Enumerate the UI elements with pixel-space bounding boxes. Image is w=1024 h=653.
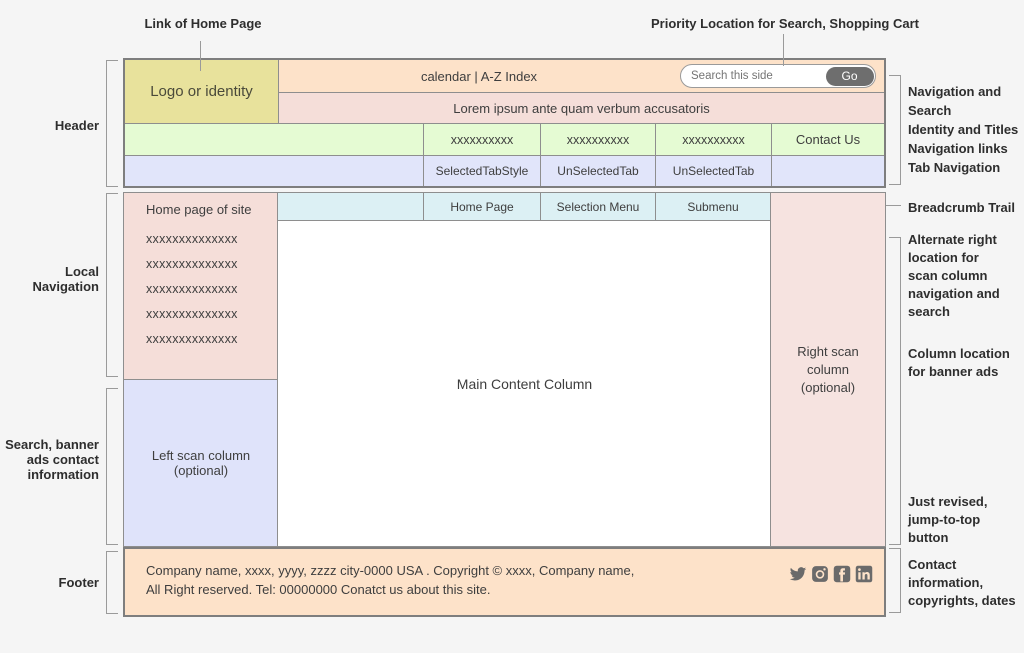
header-bracket (106, 60, 118, 187)
tab-navigation-row: SelectedTabStyle UnSelectedTab UnSelecte… (125, 155, 884, 186)
header-annotation: Header (54, 118, 99, 133)
tab-cell-empty (125, 156, 423, 186)
link-home-connector-line (200, 41, 201, 71)
footer-section: Company name, xxxx, yyyy, zzzz city-0000… (123, 547, 886, 617)
local-nav-item[interactable]: xxxxxxxxxxxxxx (146, 307, 238, 321)
local-nav-item[interactable]: xxxxxxxxxxxxxx (146, 282, 238, 296)
tab-cell-empty-right (771, 156, 884, 186)
local-nav-home-link[interactable]: Home page of site (146, 202, 252, 217)
nav-link-2[interactable]: xxxxxxxxxx (540, 124, 655, 155)
site-tagline: Lorem ipsum ante quam verbum accusatoris (279, 92, 884, 123)
navigation-search-bracket (889, 75, 901, 185)
navigation-search-annotation: Navigation and Search Identity and Title… (908, 84, 1019, 175)
utility-bar: calendar | A-Z Index Go (279, 60, 884, 92)
search-banner-annotation: Search, banner ads contact information (5, 437, 99, 482)
link-home-annotation: Link of Home Page (144, 16, 262, 31)
footer-line-1: Company name, xxxx, yyyy, zzzz city-0000… (146, 563, 635, 578)
nav-link-3[interactable]: xxxxxxxxxx (655, 124, 771, 155)
banner-ads-annotation: Column location for banner ads (908, 346, 1010, 379)
nav-cell-empty (125, 124, 423, 155)
footer-annotation: Footer (58, 575, 99, 590)
contact-info-bracket (889, 548, 901, 613)
search-go-button[interactable]: Go (825, 66, 874, 86)
local-nav-item[interactable]: xxxxxxxxxxxxxx (146, 257, 238, 271)
right-scan-column: Right scan column (optional) (770, 192, 886, 547)
breadcrumb-trail-annotation: Breadcrumb Trail (908, 200, 1015, 215)
tab-selected[interactable]: SelectedTabStyle (423, 156, 540, 186)
local-nav-item[interactable]: xxxxxxxxxxxxxx (146, 332, 238, 346)
breadcrumb-selection-menu[interactable]: Selection Menu (540, 193, 655, 221)
footer-line-2: All Right reserved. Tel: 00000000 Conatc… (146, 581, 491, 597)
search-banner-bracket (106, 388, 118, 545)
contact-info-annotation: Contact information, copyrights, dates (908, 557, 1016, 608)
tab-unselected-2[interactable]: UnSelectedTab (655, 156, 771, 186)
header-section: Logo or identity calendar | A-Z Index Go… (123, 58, 886, 188)
local-navigation-annotation: Local Navigation (32, 264, 99, 294)
left-scan-column: Left scan column (optional) (123, 379, 279, 547)
search-input[interactable] (691, 66, 821, 86)
jump-to-top-annotation: Just revised, jump-to-top button (908, 494, 988, 545)
linkedin-icon[interactable] (855, 565, 873, 583)
alternate-right-annotation: Alternate right location for scan column… (908, 232, 1000, 319)
local-navigation-column: Home page of site xxxxxxxxxxxxxx xxxxxxx… (123, 192, 279, 381)
search-box[interactable]: Go (680, 64, 876, 88)
facebook-icon[interactable] (833, 565, 851, 583)
nav-link-1[interactable]: xxxxxxxxxx (423, 124, 540, 155)
twitter-icon[interactable] (789, 565, 807, 583)
utility-links[interactable]: calendar | A-Z Index (420, 68, 538, 84)
tab-unselected-1[interactable]: UnSelectedTab (540, 156, 655, 186)
local-navigation-bracket (106, 193, 118, 377)
priority-search-annotation: Priority Location for Search, Shopping C… (651, 16, 919, 31)
social-icons (789, 565, 873, 583)
breadcrumb-home-page[interactable]: Home Page (423, 193, 540, 221)
logo-identity[interactable]: Logo or identity (125, 60, 279, 123)
footer-bracket (106, 551, 118, 614)
breadcrumb-trail-row: Home Page Selection Menu Submenu (277, 192, 772, 222)
local-nav-item[interactable]: xxxxxxxxxxxxxx (146, 232, 238, 246)
instagram-icon[interactable] (811, 565, 829, 583)
nav-link-contact-us[interactable]: Contact Us (771, 124, 884, 155)
priority-connector-line (783, 34, 784, 66)
breadcrumb-submenu[interactable]: Submenu (655, 193, 770, 221)
alternate-right-bracket (889, 237, 901, 545)
main-navigation-row: xxxxxxxxxx xxxxxxxxxx xxxxxxxxxx Contact… (125, 123, 884, 155)
main-content-column: Main Content Column (277, 220, 772, 547)
breadcrumb-cell-empty (278, 193, 423, 221)
